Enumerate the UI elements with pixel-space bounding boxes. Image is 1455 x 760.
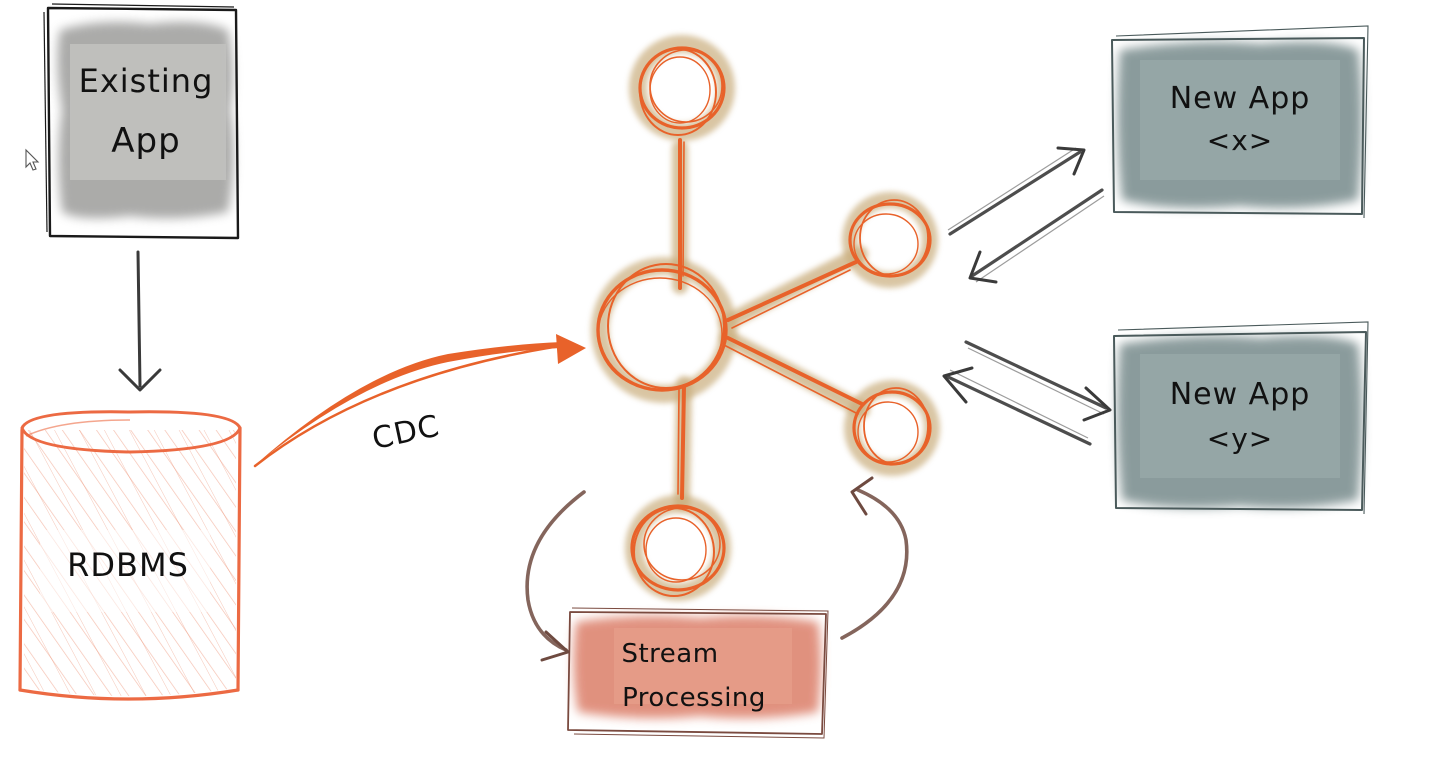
new-app-x-line2: <x> bbox=[1207, 124, 1274, 157]
existing-app-box: Existing App bbox=[43, 3, 240, 240]
kafka-node-right-lower bbox=[852, 387, 932, 466]
new-app-y-line1: New App bbox=[1170, 377, 1311, 412]
existing-app-line1: Existing bbox=[79, 62, 214, 100]
stream-processing-line2: Processing bbox=[622, 683, 766, 713]
kafka-central-node bbox=[596, 263, 728, 392]
arrow-hub-to-new-app-y bbox=[964, 340, 1112, 422]
arrow-stream-processing-to-hub bbox=[840, 476, 909, 640]
mouse-cursor-icon bbox=[25, 148, 40, 171]
arrow-hub-to-new-app-x bbox=[947, 146, 1086, 236]
cdc-label: CDC bbox=[369, 409, 443, 457]
stream-processing-line1: Stream bbox=[621, 639, 718, 669]
arrow-new-app-y-to-hub bbox=[942, 366, 1092, 446]
new-app-x-line1: New App bbox=[1170, 81, 1311, 116]
new-app-y-line2: <y> bbox=[1207, 422, 1274, 455]
arrow-new-app-x-to-hub bbox=[968, 188, 1105, 284]
arrow-existing-app-to-rdbms bbox=[118, 250, 162, 392]
kafka-node-top bbox=[638, 46, 726, 136]
kafka-node-bottom bbox=[630, 504, 726, 597]
cdc-arrow bbox=[253, 334, 586, 468]
kafka-hub bbox=[591, 35, 940, 601]
new-app-x-box: New App <x> bbox=[1111, 25, 1369, 219]
kafka-node-right-upper bbox=[848, 199, 932, 278]
arrow-hub-to-stream-processing bbox=[525, 490, 586, 662]
rdbms-cylinder: RDBMS bbox=[18, 410, 242, 701]
rdbms-label: RDBMS bbox=[67, 546, 189, 584]
stream-processing-box: Stream Processing bbox=[567, 607, 829, 739]
new-app-y-box: New App <y> bbox=[1113, 321, 1369, 515]
existing-app-line2: App bbox=[111, 121, 180, 161]
